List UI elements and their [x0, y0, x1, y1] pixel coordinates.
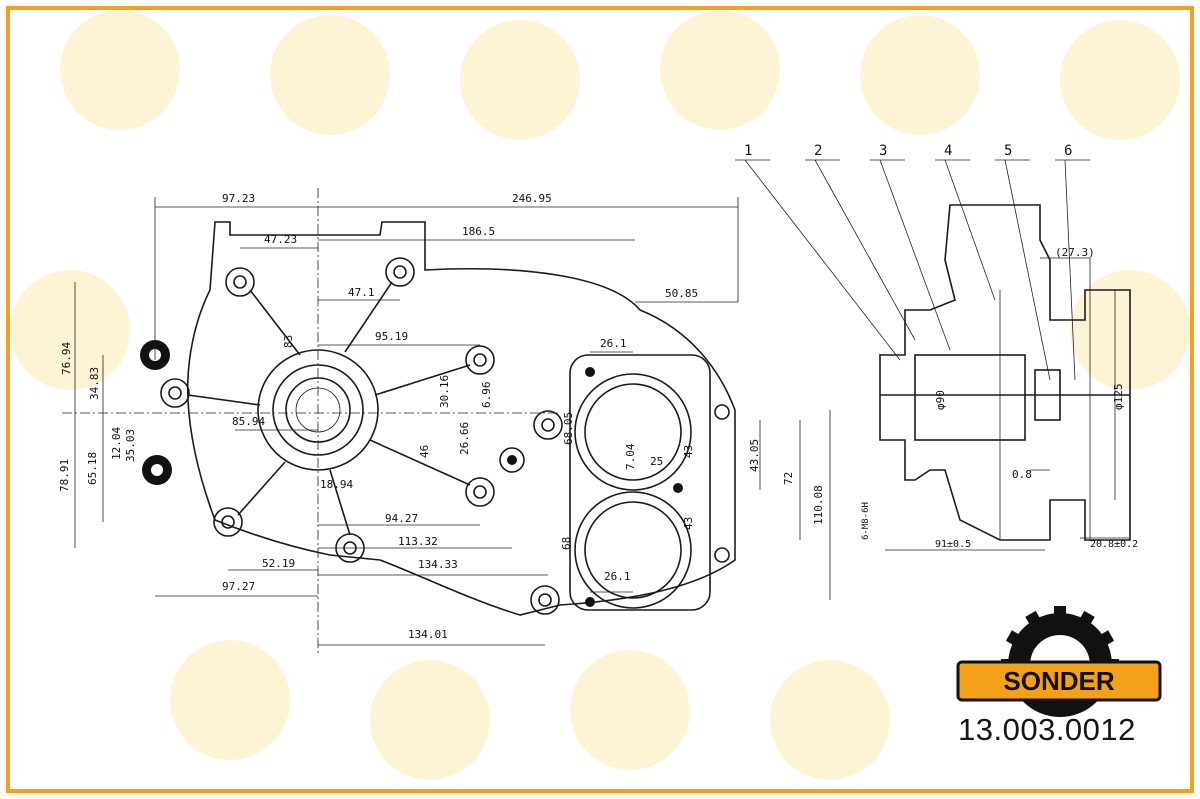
dim-label: 43 [682, 445, 695, 458]
dim-label: 25 [650, 455, 663, 468]
dim-label: 134.33 [418, 558, 458, 571]
section-view [735, 159, 1131, 551]
front-view [62, 188, 831, 655]
dim-label: φ125 [1112, 384, 1125, 411]
dim-label: 50.85 [665, 287, 698, 300]
dim-label: 76.94 [60, 342, 73, 375]
callout-2: 2 [814, 143, 822, 159]
dim-label: 94.27 [385, 512, 418, 525]
callout-5: 5 [1004, 143, 1012, 159]
dim-label: φ90 [934, 390, 947, 410]
dim-label: 97.23 [222, 192, 255, 205]
dim-label: 43 [682, 517, 695, 530]
dim-label: 26.1 [604, 570, 631, 583]
callout-numbers: 1 2 3 4 5 6 [744, 143, 1072, 159]
watermark-layer [10, 10, 1190, 780]
dim-label: 0.8 [1012, 468, 1032, 481]
logo-text: SONDER [1003, 666, 1114, 696]
part-number: 13.003.0012 [958, 712, 1136, 747]
dim-label: 246.95 [512, 192, 552, 205]
callout-3: 3 [879, 143, 887, 159]
dim-label: 110.08 [812, 485, 825, 525]
dim-label: 78.91 [58, 459, 71, 492]
dim-label: 83 [282, 335, 295, 348]
dim-label: 85.94 [232, 415, 265, 428]
front-view-dimension-labels: 97.23 246.95 47.23 186.5 47.1 50.85 95.1… [58, 192, 825, 641]
dim-label: 186.5 [462, 225, 495, 238]
dim-label: 95.19 [375, 330, 408, 343]
callout-4: 4 [944, 143, 952, 159]
dim-label: 68 [560, 537, 573, 550]
dim-label: 47.23 [264, 233, 297, 246]
drawing-frame [6, 6, 1194, 793]
dim-label: 7.04 [624, 443, 637, 470]
dim-label: 72 [782, 472, 795, 485]
callout-1: 1 [744, 143, 752, 159]
dim-label: 134.01 [408, 628, 448, 641]
section-view-labels: (27.3) φ90 φ125 0.8 6-M8-6H 91±0.5 20.8±… [861, 246, 1138, 550]
dim-label: 26.1 [600, 337, 627, 350]
dim-label: (27.3) [1055, 246, 1095, 259]
dim-label: 113.32 [398, 535, 438, 548]
dim-label: 34.83 [88, 367, 101, 400]
dim-label: 20.8±0.2 [1090, 539, 1138, 550]
dim-label: 91±0.5 [935, 539, 971, 550]
dim-label: 46 [418, 445, 431, 458]
dim-label: 30.16 [438, 375, 451, 408]
dim-label: 97.27 [222, 580, 255, 593]
dim-label: 35.03 [124, 429, 137, 462]
dim-label: 43.05 [748, 439, 761, 472]
dim-label: 47.1 [348, 286, 375, 299]
dim-label: 6.96 [480, 382, 493, 409]
dim-label: 52.19 [262, 557, 295, 570]
dim-label: 65.18 [86, 452, 99, 485]
dim-label: 18.94 [320, 478, 353, 491]
dim-label: 6-M8-6H [861, 502, 871, 540]
dim-label: 68.05 [562, 412, 575, 445]
sonder-logo: SONDER [956, 606, 1162, 717]
dim-label: 12.04 [110, 427, 123, 460]
dim-label: 26.66 [458, 422, 471, 455]
callout-6: 6 [1064, 143, 1072, 159]
